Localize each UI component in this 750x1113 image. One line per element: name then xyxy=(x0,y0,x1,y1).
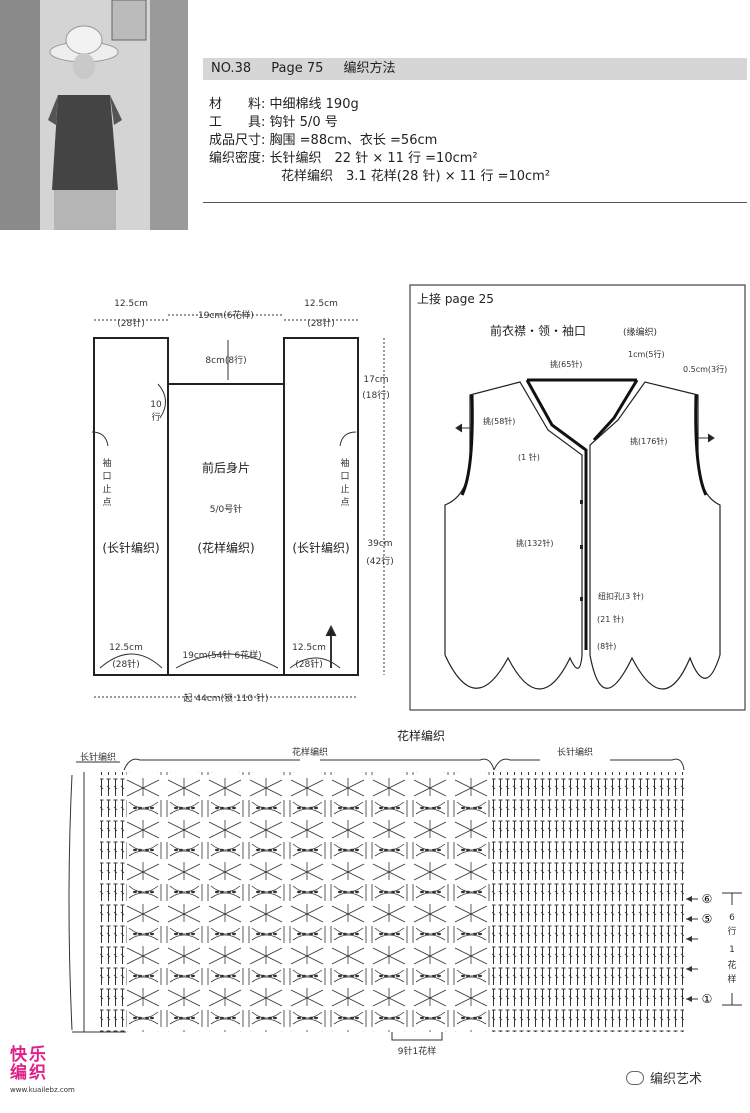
row-marker-6: ⑥ xyxy=(702,892,713,906)
info-header-bar: NO.38 Page 75 编织方法 xyxy=(203,58,747,80)
bottom-left-width: 12.5cm xyxy=(109,643,143,653)
top-left-stitches: (28针) xyxy=(117,317,144,329)
half-cm-rows: 0.5cm(3行) xyxy=(683,364,727,374)
hook-size: 5/0号针 xyxy=(210,503,243,515)
svg-text:点: 点 xyxy=(102,497,111,508)
stitches-8: (8针) xyxy=(597,641,616,651)
middle-panel-stitch: (花样编织) xyxy=(197,540,254,555)
row-marker-1: ① xyxy=(702,992,713,1006)
svg-text:止: 止 xyxy=(340,483,349,495)
svg-text:花: 花 xyxy=(727,959,736,971)
info-row: 花样编织 3.1 花样(28 针) × 11 行 =10cm² xyxy=(281,169,551,184)
lower-rows: (42行) xyxy=(366,555,393,567)
continued-from: 上接 page 25 xyxy=(417,291,494,306)
stitch-chart: 花样编织 长针编织 花样编织 长针编织 9针1花样 ⑥ ⑤ ① 6 行 1 花 … xyxy=(68,728,742,1057)
pick-132: 挑(132针) xyxy=(516,538,554,548)
info-row: 材 料: 中细棉线 190g xyxy=(209,97,359,112)
edging-title-note: (缘编织) xyxy=(623,326,657,338)
left-panel-stitch: (长针编织) xyxy=(102,540,159,555)
logo-text: 快乐编织 xyxy=(10,1045,48,1083)
top-right-stitches: (28针) xyxy=(307,317,334,329)
upper-height: 17cm xyxy=(363,375,388,385)
bottom-right-stitches: (28针) xyxy=(295,658,322,670)
info-row: 编织密度: 长针编织 22 针 × 11 行 =10cm² xyxy=(209,151,478,166)
buttonhole: 纽扣孔(3 针) xyxy=(598,591,644,601)
info-row: 工 具: 钩针 5/0 号 xyxy=(209,115,338,130)
svg-text:行: 行 xyxy=(151,411,160,423)
piece-title: 前后身片 xyxy=(202,460,250,475)
pick-176: 挑(176针) xyxy=(630,436,668,446)
svg-text:止: 止 xyxy=(102,483,111,495)
body-schematic: 12.5cm (28针) 19cm(6花样) 12.5cm (28针) 8cm(… xyxy=(91,299,394,704)
info-row: 成品尺寸: 胸围 =88cm、衣长 =56cm xyxy=(209,133,438,148)
sleeve-mark-left: 袖 口 止 点 xyxy=(102,457,111,508)
svg-text:口: 口 xyxy=(340,472,349,482)
credit: 编织艺术 xyxy=(626,1068,702,1087)
chart-title: 花样编织 xyxy=(397,728,445,743)
top-left-width: 12.5cm xyxy=(114,299,148,309)
neck-depth: 8cm(8行) xyxy=(205,354,246,366)
top-right-width: 12.5cm xyxy=(304,299,338,309)
bottom-left-stitches: (28针) xyxy=(112,658,139,670)
page-ref: Page 75 xyxy=(271,61,324,76)
row-marker-5: ⑤ xyxy=(702,912,713,926)
svg-text:袖: 袖 xyxy=(340,457,349,469)
one-stitch: (1 针) xyxy=(518,452,540,462)
pick-65: 挑(65针) xyxy=(550,359,582,369)
pick-58: 挑(58针) xyxy=(483,416,515,426)
chart-left-label: 长针编织 xyxy=(80,751,116,763)
site-logo: 快乐编织 www.kuailebz.com xyxy=(10,1046,100,1106)
upper-rows: (18行) xyxy=(362,389,389,401)
edging-title: 前衣襟・领・袖口 xyxy=(490,323,586,338)
one-cm-rows: 1cm(5行) xyxy=(628,349,665,359)
bottom-right-width: 12.5cm xyxy=(292,643,326,653)
chart-right-label: 长针编织 xyxy=(557,746,593,758)
pattern-number: NO.38 xyxy=(211,61,252,76)
credit-text: 编织艺术 xyxy=(650,1072,703,1087)
info-rows: 材 料: 中细棉线 190g 工 具: 钩针 5/0 号 成品尺寸: 胸围 =8… xyxy=(209,96,550,186)
pattern-repeat: 9针1花样 xyxy=(398,1045,436,1057)
svg-text:行: 行 xyxy=(727,925,736,937)
total-width: 起 44cm(锁 110 针) xyxy=(184,692,269,704)
armhole-rows: 10 xyxy=(150,400,162,410)
top-middle-width: 19cm(6花样) xyxy=(198,309,254,321)
chart-middle-label: 花样编织 xyxy=(292,746,328,758)
section-title: 编织方法 xyxy=(343,61,396,76)
model-photo xyxy=(0,0,188,230)
svg-text:口: 口 xyxy=(102,472,111,482)
repeat-note: 6 行 1 花 样 xyxy=(727,913,736,985)
wechat-icon xyxy=(626,1070,644,1085)
svg-text:6: 6 xyxy=(729,913,735,923)
logo-url: www.kuailebz.com xyxy=(10,1086,75,1094)
svg-text:1: 1 xyxy=(729,945,735,955)
svg-text:点: 点 xyxy=(340,497,349,508)
bottom-middle-width: 19cm(54针 6花样) xyxy=(182,649,261,661)
sleeve-mark-right: 袖 口 止 点 xyxy=(340,457,349,508)
svg-text:袖: 袖 xyxy=(102,457,111,469)
edging-diagram: 上接 page 25 前衣襟・领・袖口 (缘编织) 挑(65针) 1cm(5行)… xyxy=(409,284,746,711)
svg-text:样: 样 xyxy=(727,973,736,985)
lower-height: 39cm xyxy=(367,539,392,549)
pattern-info: NO.38 Page 75 编织方法 材 料: 中细棉线 190g 工 具: 钩… xyxy=(203,58,747,203)
stitches-21: (21 针) xyxy=(597,614,624,624)
right-panel-stitch: (长针编织) xyxy=(292,540,349,555)
